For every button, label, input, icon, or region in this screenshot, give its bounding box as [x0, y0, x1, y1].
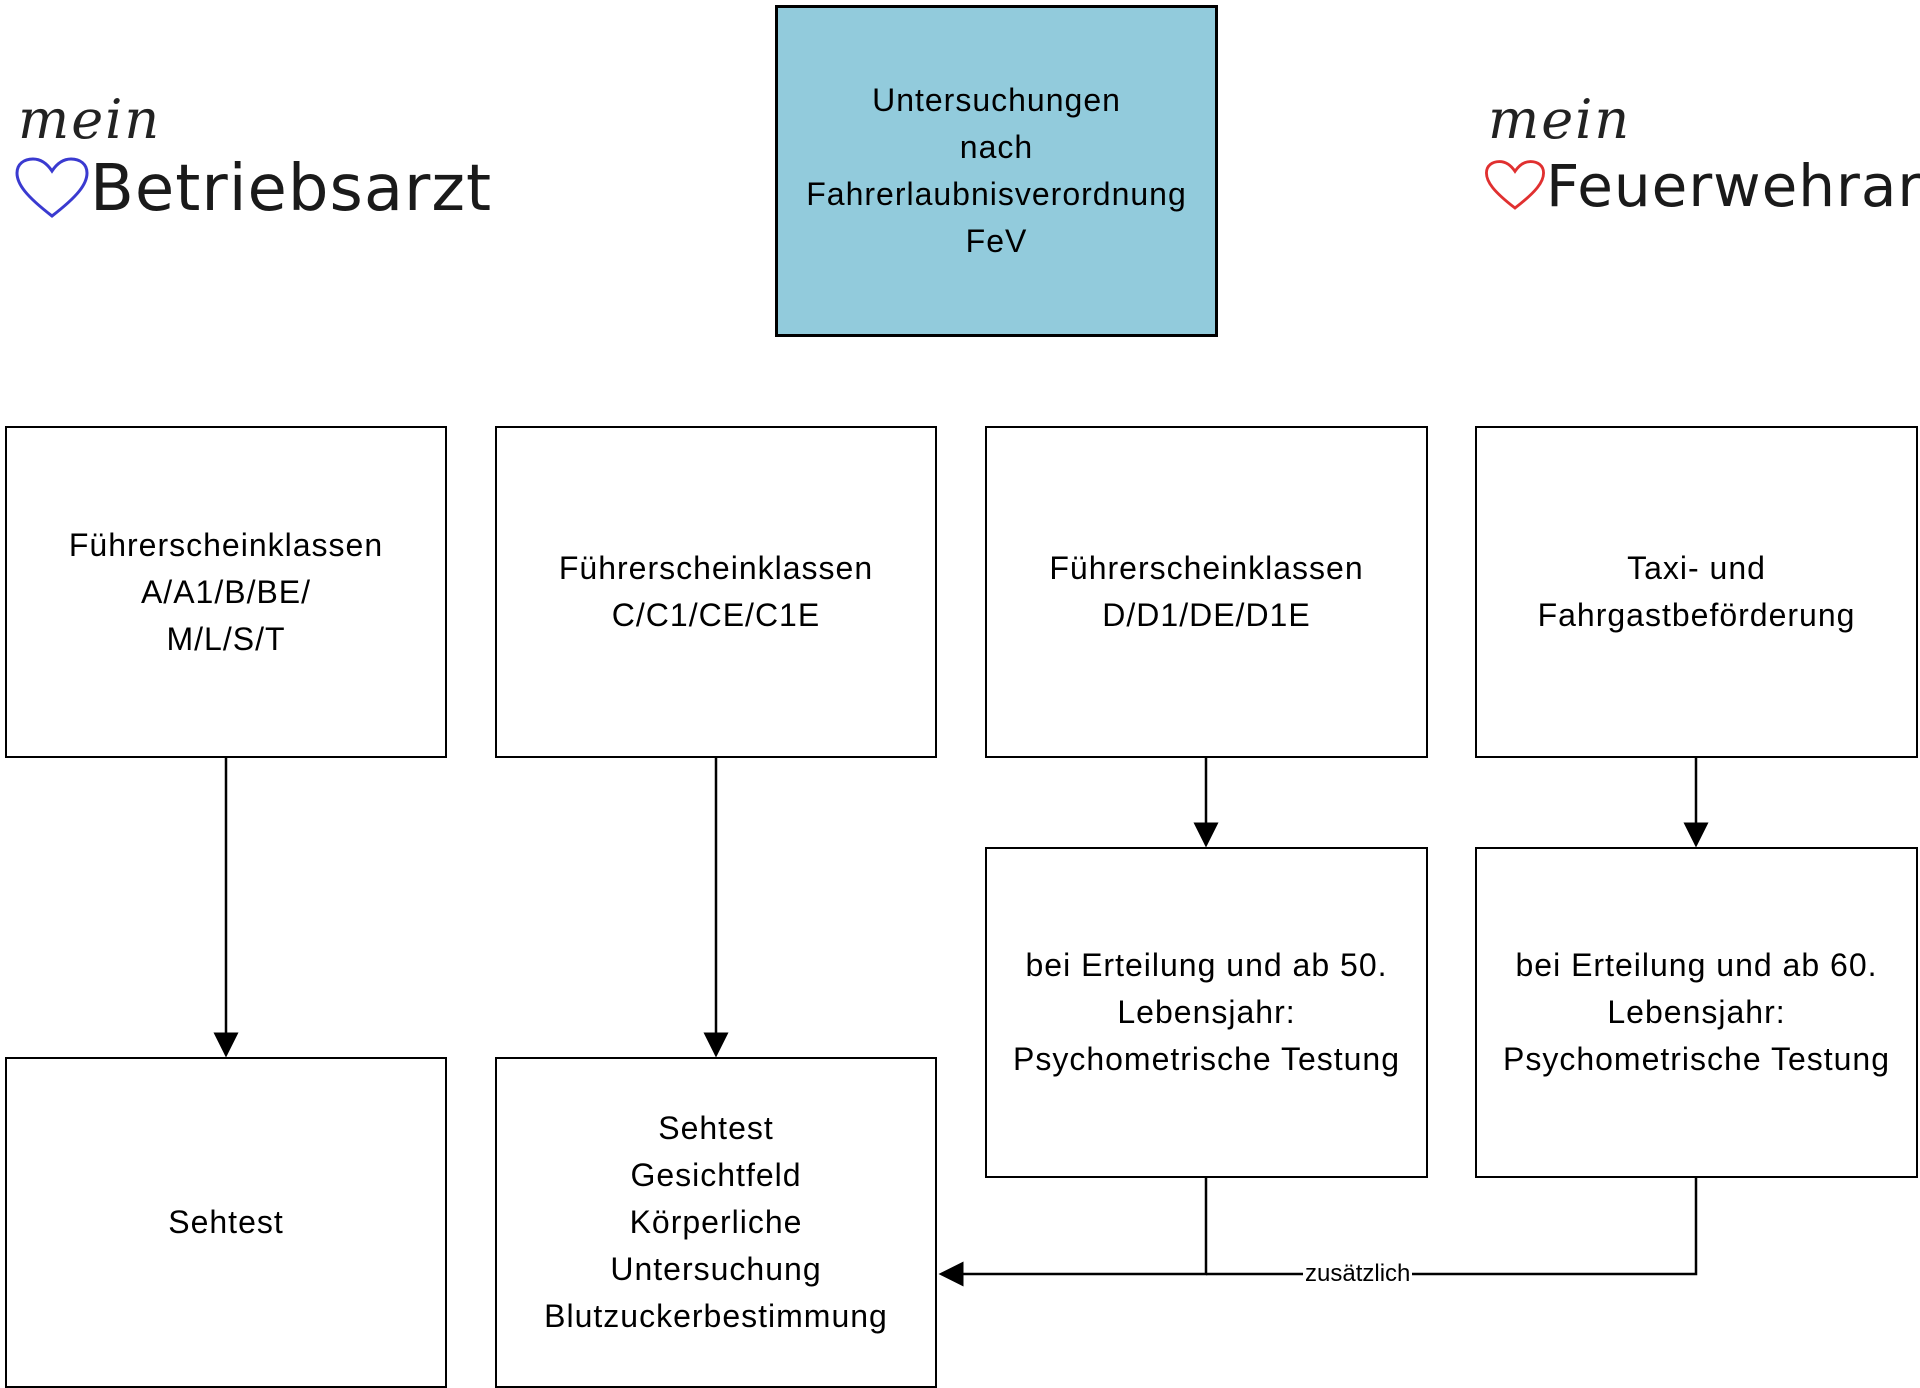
box-line: Fahrgastbeförderung: [1537, 597, 1856, 633]
box-line: Untersuchung: [610, 1251, 822, 1287]
box-line: Psychometrische Testung: [1502, 1041, 1891, 1077]
box-line: Sehtest: [658, 1110, 774, 1146]
logo-mein-feuerwehrarzt: mein Feuerwehrarzt: [1484, 88, 1920, 230]
heart-outline: [15, 157, 89, 218]
box-line: Lebensjahr:: [1607, 994, 1786, 1030]
box-line: Lebensjahr:: [1117, 994, 1296, 1030]
category-box-d: Führerscheinklassen D/D1/DE/D1E: [985, 426, 1428, 758]
box-line: Körperliche: [629, 1204, 803, 1240]
box-line: M/L/S/T: [166, 620, 286, 657]
title-line: Fahrerlaubnisverordnung: [806, 176, 1187, 212]
box-line: Führerscheinklassen: [558, 550, 874, 586]
logo-script-text: mein: [18, 88, 162, 151]
box-line: D/D1/DE/D1E: [1102, 597, 1311, 633]
connector-psychometric-60-to-join: [1206, 1178, 1698, 1276]
heart-icon: [15, 157, 89, 218]
title-line: Untersuchungen: [872, 82, 1121, 118]
box-line: Blutzuckerbestimmung: [544, 1298, 888, 1334]
connector-psychometric-50-to-exam: [938, 1178, 1208, 1287]
edge-label-zusaetzlich: zusätzlich: [1303, 1260, 1413, 1288]
box-line: Führerscheinklassen: [68, 526, 384, 563]
box-line: Sehtest: [168, 1204, 284, 1240]
heart-outline: [1485, 160, 1545, 210]
box-line: bei Erteilung und ab 60.: [1515, 947, 1878, 983]
title-line: FeV: [965, 223, 1028, 259]
logo-brand-text: Feuerwehrarzt: [1546, 152, 1920, 220]
box-line: Gesichtfeld: [630, 1157, 802, 1193]
heart-icon: [1485, 160, 1545, 210]
category-box-c: Führerscheinklassen C/C1/CE/C1E: [495, 426, 937, 758]
box-line: Führerscheinklassen: [1049, 550, 1364, 586]
title-line: nach: [959, 129, 1034, 165]
box-line: A/A1/B/BE/: [140, 573, 312, 610]
logo-script-text: mein: [1488, 88, 1632, 151]
logo-brand-text: Betriebsarzt: [90, 152, 493, 226]
logo-mein-betriebsarzt: mein Betriebsarzt: [14, 88, 491, 230]
box-line: C/C1/CE/C1E: [611, 597, 821, 633]
exam-box-full: Sehtest Gesichtfeld Körperliche Untersuc…: [495, 1057, 937, 1388]
box-line: Psychometrische Testung: [1012, 1041, 1401, 1077]
psychometric-box-50: bei Erteilung und ab 50. Lebensjahr: Psy…: [985, 847, 1428, 1178]
psychometric-box-60: bei Erteilung und ab 60. Lebensjahr: Psy…: [1475, 847, 1918, 1178]
category-box-a-b: Führerscheinklassen A/A1/B/BE/ M/L/S/T: [5, 426, 447, 758]
box-line: bei Erteilung und ab 50.: [1025, 947, 1388, 983]
title-box: Untersuchungen nach Fahrerlaubnisverordn…: [775, 5, 1218, 337]
box-line: Taxi- und: [1627, 550, 1766, 586]
category-box-taxi: Taxi- und Fahrgastbeförderung: [1475, 426, 1918, 758]
exam-box-sehtest: Sehtest: [5, 1057, 447, 1388]
